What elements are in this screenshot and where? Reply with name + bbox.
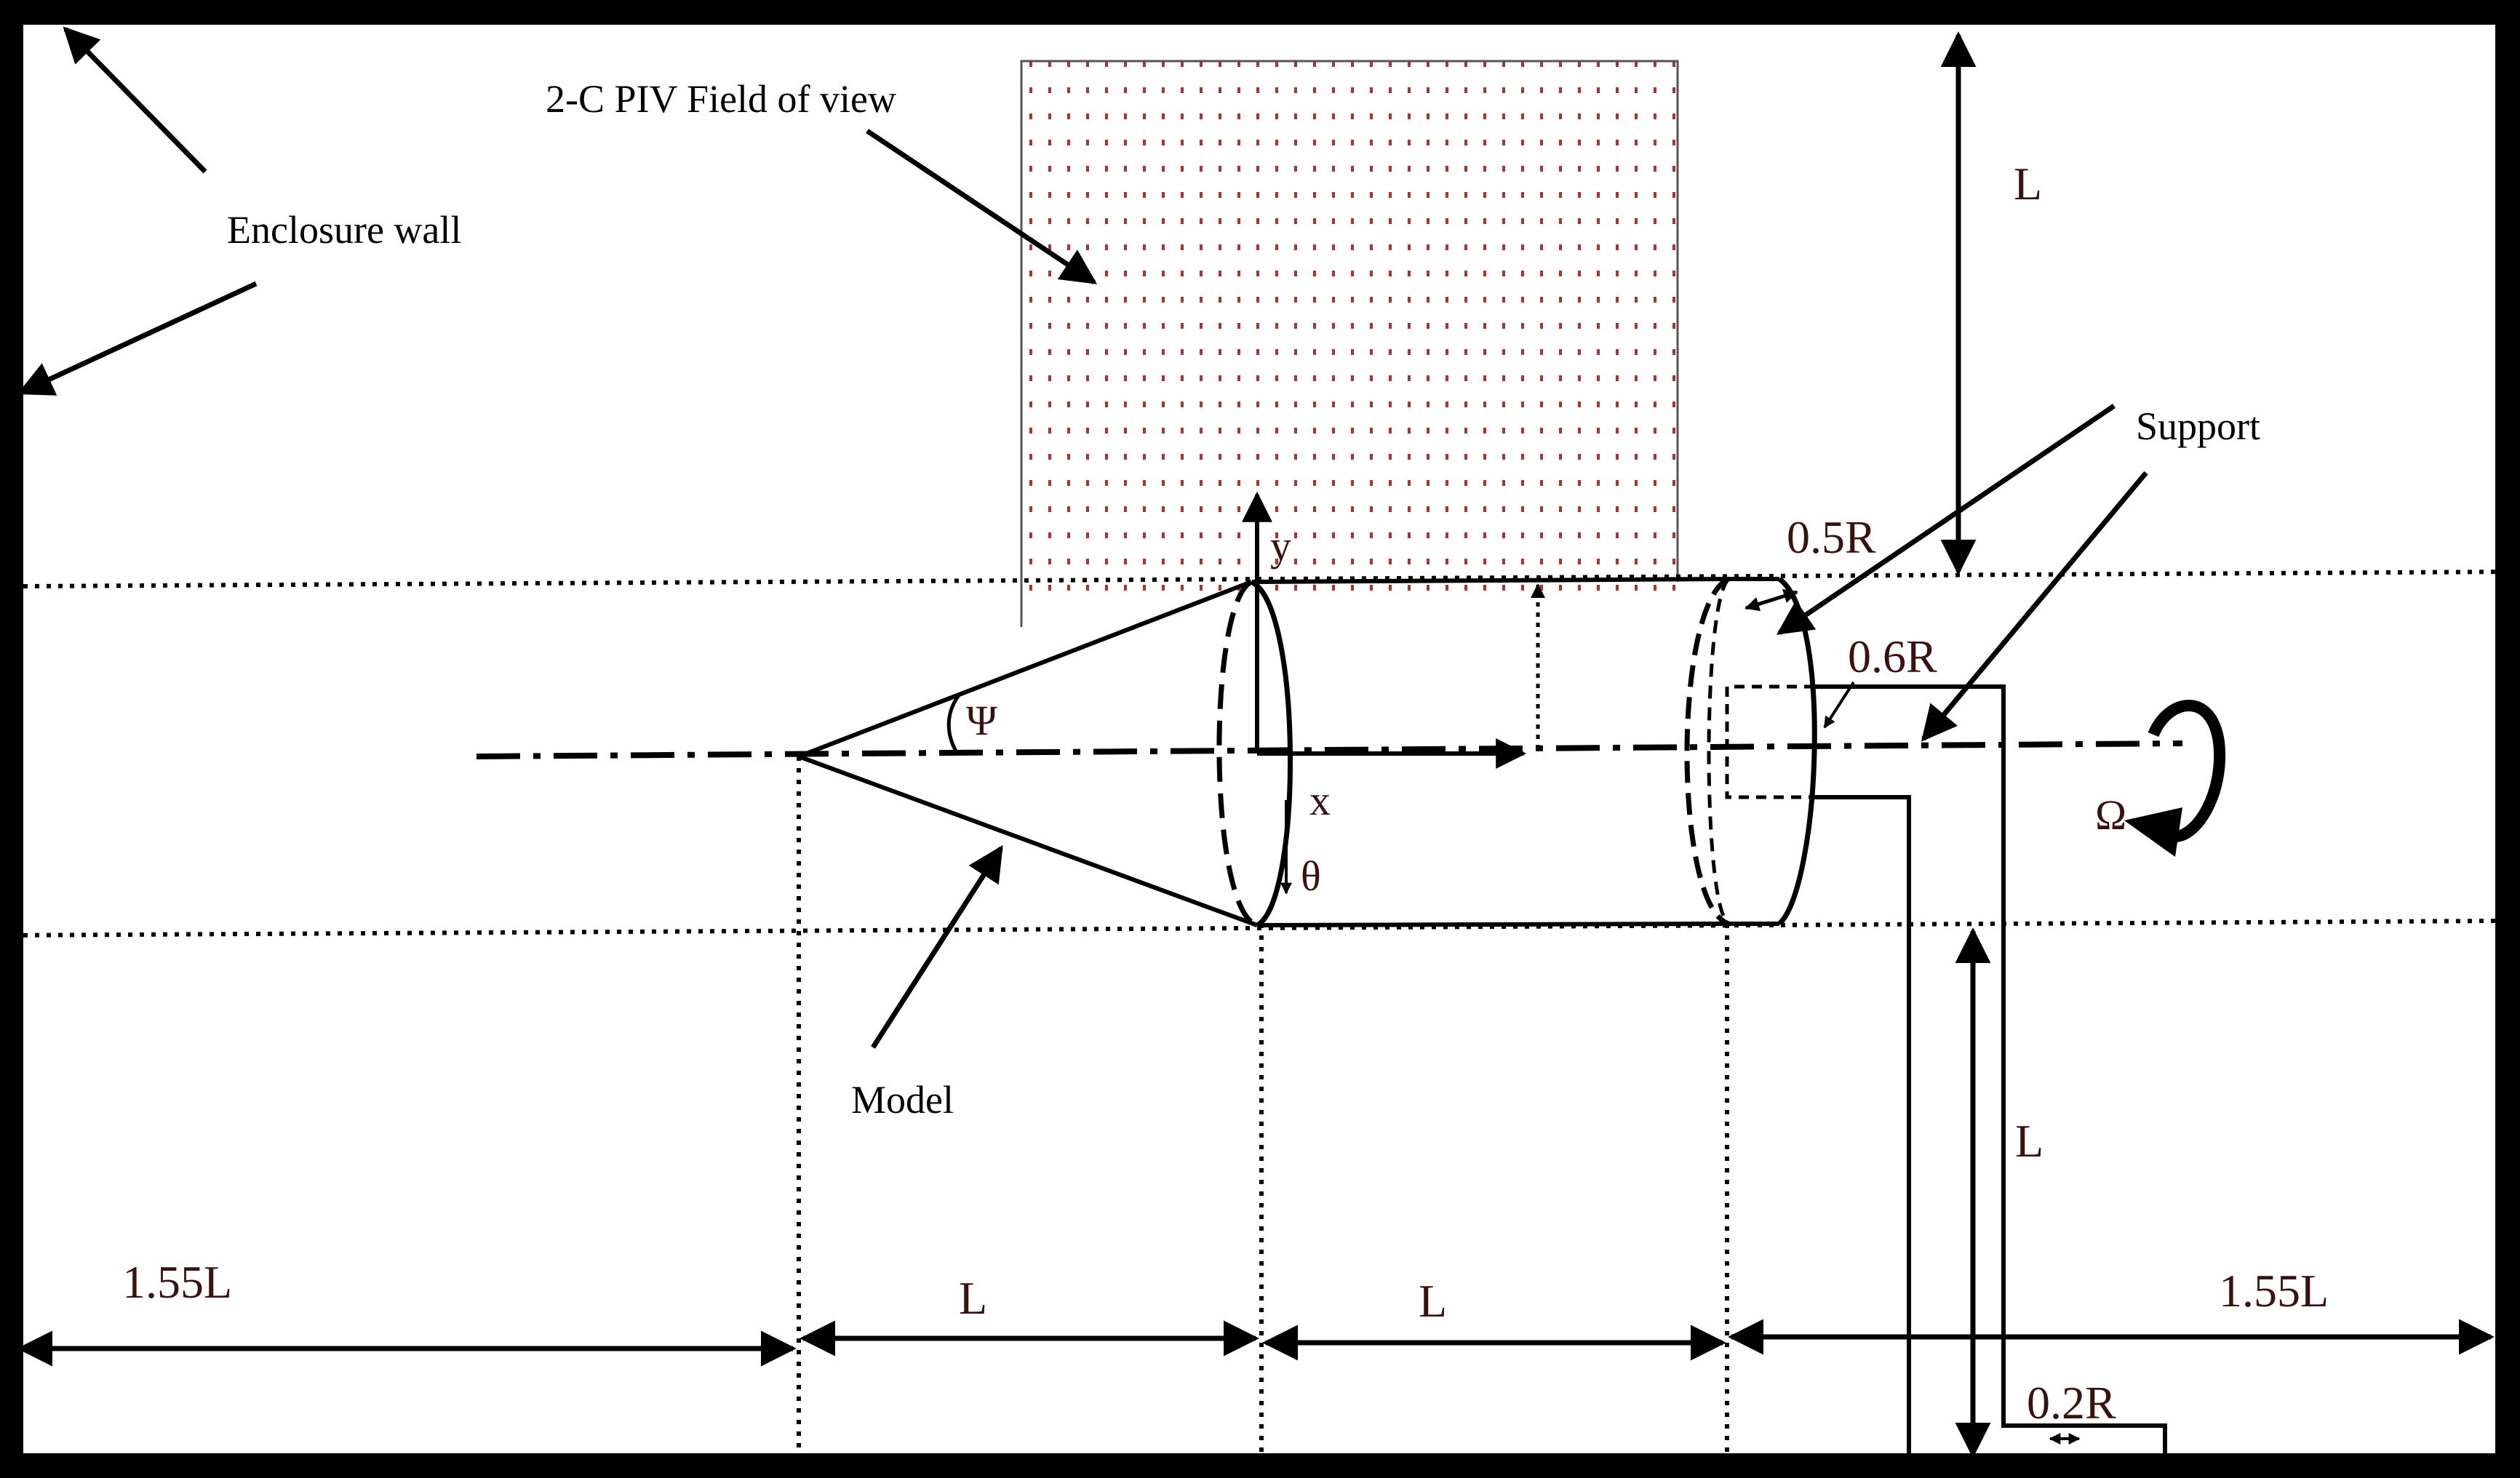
- dim-0.2R-label: 0.2R: [2027, 1377, 2116, 1429]
- y-axis-label: y: [1270, 522, 1291, 570]
- dim-cone-L-label: L: [959, 1272, 987, 1324]
- model-label: Model: [851, 1078, 954, 1122]
- model-arrow: [871, 844, 1003, 1049]
- dim-bottom-L-label: L: [2015, 1115, 2043, 1167]
- dim-right-1.55L-label: 1.55L: [2219, 1265, 2329, 1317]
- enclosure-arrow-upper: [63, 26, 207, 174]
- enclosure-arrow-lower: [17, 281, 258, 396]
- model-cone: [797, 580, 1259, 927]
- dim-cylinder-L-label: L: [1419, 1275, 1447, 1327]
- support-rod-internal: [1725, 684, 1814, 799]
- psi-symbol: Ψ: [966, 697, 997, 744]
- support-label: Support: [2136, 404, 2260, 448]
- dim-0.6R: [1823, 681, 1855, 729]
- centerline: [476, 740, 2183, 759]
- coordinate-axes: [1242, 491, 1527, 895]
- enclosure-wall-label: Enclosure wall: [227, 208, 461, 252]
- x-axis-label: x: [1309, 777, 1331, 824]
- dim-0.5R: [1745, 588, 1798, 612]
- lower-dotted-line: [0, 919, 2503, 938]
- rotation-arrow: [2124, 700, 2226, 857]
- piv-field-of-view: [1020, 60, 1679, 627]
- psi-angle-arc: [946, 694, 961, 755]
- support-structure: [1814, 684, 2167, 1462]
- upper-dotted-line: [23, 570, 2518, 588]
- omega-symbol: Ω: [2095, 791, 2126, 839]
- piv-fov-arrow: [866, 129, 1098, 284]
- dim-0.5R-label: 0.5R: [1787, 511, 1876, 563]
- piv-fov-label: 2-C PIV Field of view: [546, 77, 896, 121]
- dimension-arrows: [17, 31, 2495, 1458]
- theta-symbol: θ: [1301, 852, 1321, 900]
- dim-left-1.55L-label: 1.55L: [122, 1256, 232, 1308]
- dim-top-L-label: L: [2014, 158, 2042, 209]
- model-cylinder: [1252, 577, 1729, 927]
- support-arrow-rod: [1921, 471, 2148, 742]
- dim-0.6R-label: 0.6R: [1848, 631, 1937, 682]
- model-flange: [1684, 576, 1817, 927]
